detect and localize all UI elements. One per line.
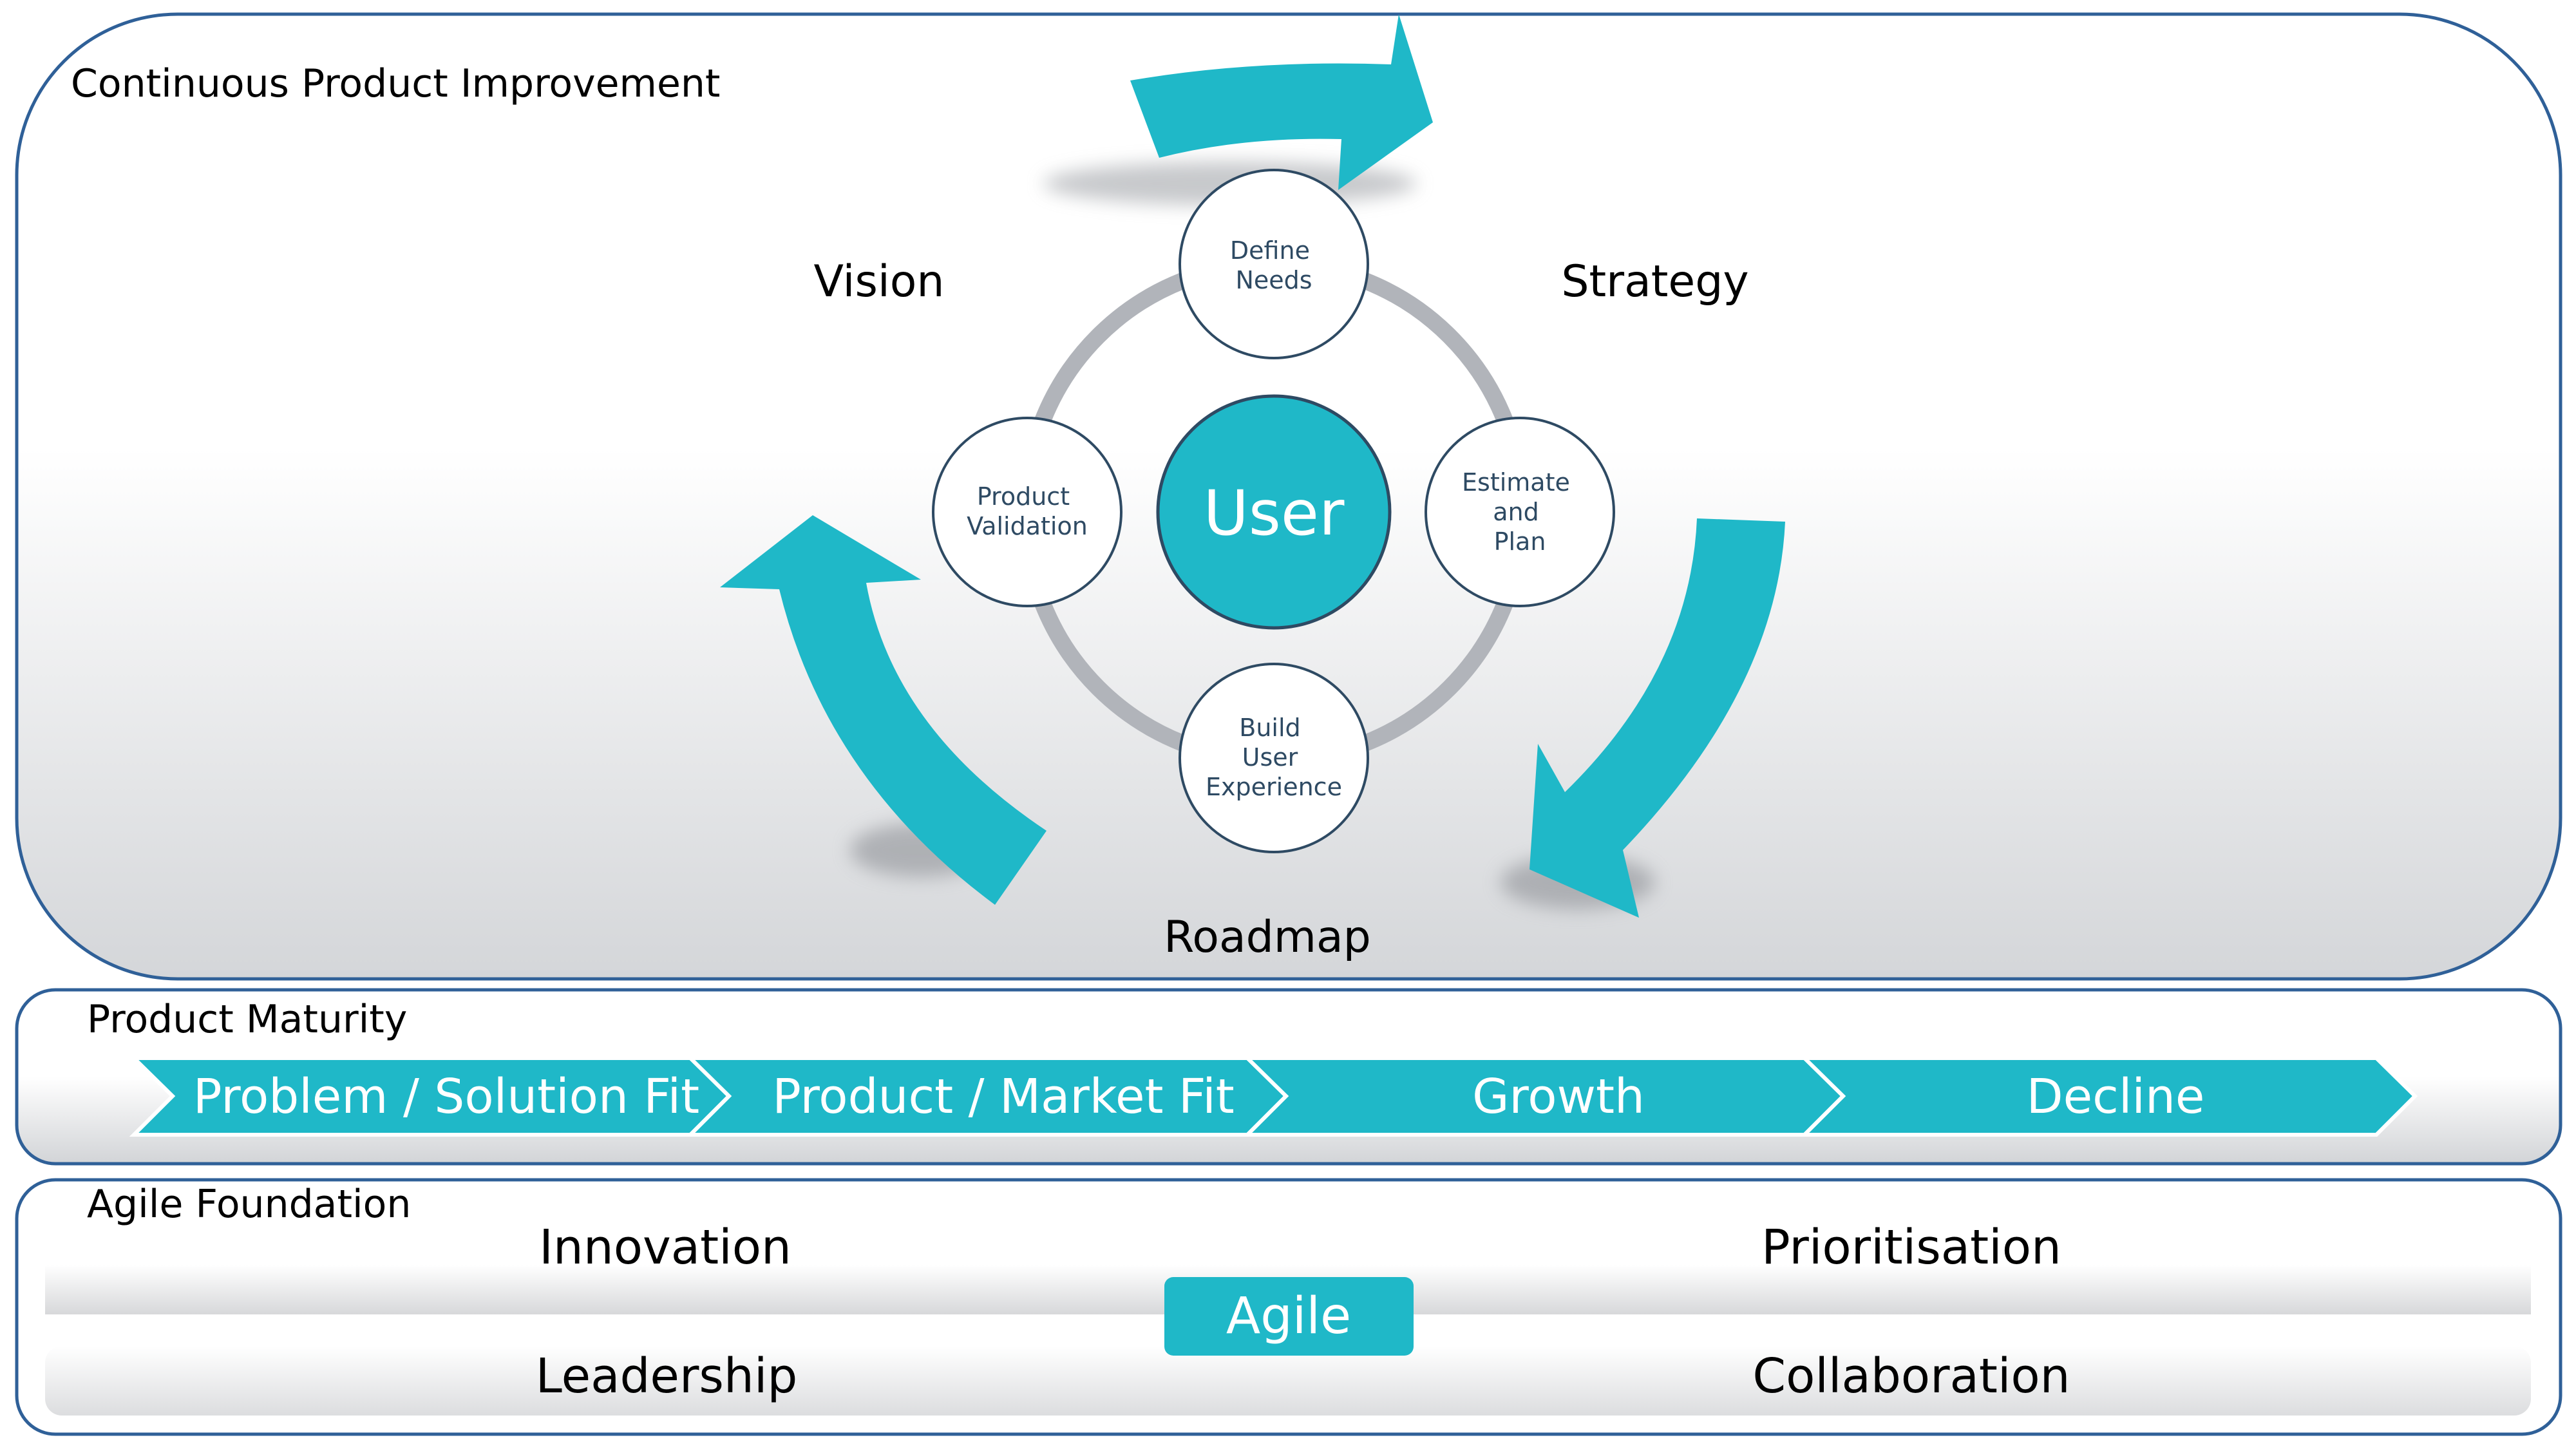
node-product-validation-label: Product Validation <box>967 482 1088 540</box>
improvement-title: Continuous Product Improvement <box>71 61 720 106</box>
node-product-validation <box>932 417 1122 607</box>
cycle-arrow-right <box>1530 518 1785 918</box>
node-define-needs-label: Define Needs <box>1230 236 1318 294</box>
user-label: User <box>1204 477 1345 549</box>
vision-label: Vision <box>814 256 945 307</box>
stage-label: Product / Market Fit <box>772 1069 1235 1124</box>
stage-chevron <box>1799 1056 2418 1137</box>
foundation-section: Agile Foundation Innovation Prioritisati… <box>15 1178 2562 1436</box>
node-build-ux <box>1179 663 1369 853</box>
maturity-title: Product Maturity <box>87 997 407 1042</box>
maturity-section: Product Maturity Problem / Solution Fit … <box>15 988 2562 1166</box>
stage-label: Growth <box>1472 1069 1645 1124</box>
innovation-label: Innovation <box>539 1220 791 1275</box>
node-define-needs <box>1179 169 1369 359</box>
stage-label: Decline <box>2027 1069 2205 1124</box>
foundation-title: Agile Foundation <box>87 1182 411 1227</box>
foundation-bar-bottom <box>45 1346 2531 1416</box>
node-estimate-plan <box>1425 417 1615 607</box>
user-circle <box>1156 394 1392 630</box>
leadership-label: Leadership <box>536 1349 798 1404</box>
prioritisation-label: Prioritisation <box>1761 1220 2061 1275</box>
node-build-ux-label: Build User Experience <box>1206 714 1342 801</box>
strategy-label: Strategy <box>1561 256 1748 307</box>
node-estimate-plan-label: Estimate and Plan <box>1462 468 1578 556</box>
cycle-arrow-top <box>1130 14 1433 190</box>
roadmap-label: Roadmap <box>1164 912 1371 963</box>
agile-badge <box>1164 1277 1414 1356</box>
improvement-section: Continuous Product Improvement User Defi… <box>15 12 2562 981</box>
agile-badge-label: Agile <box>1226 1287 1351 1345</box>
cycle-arrow-left <box>720 515 1046 905</box>
stage-label: Problem / Solution Fit <box>193 1069 699 1124</box>
collaboration-label: Collaboration <box>1752 1349 2070 1404</box>
